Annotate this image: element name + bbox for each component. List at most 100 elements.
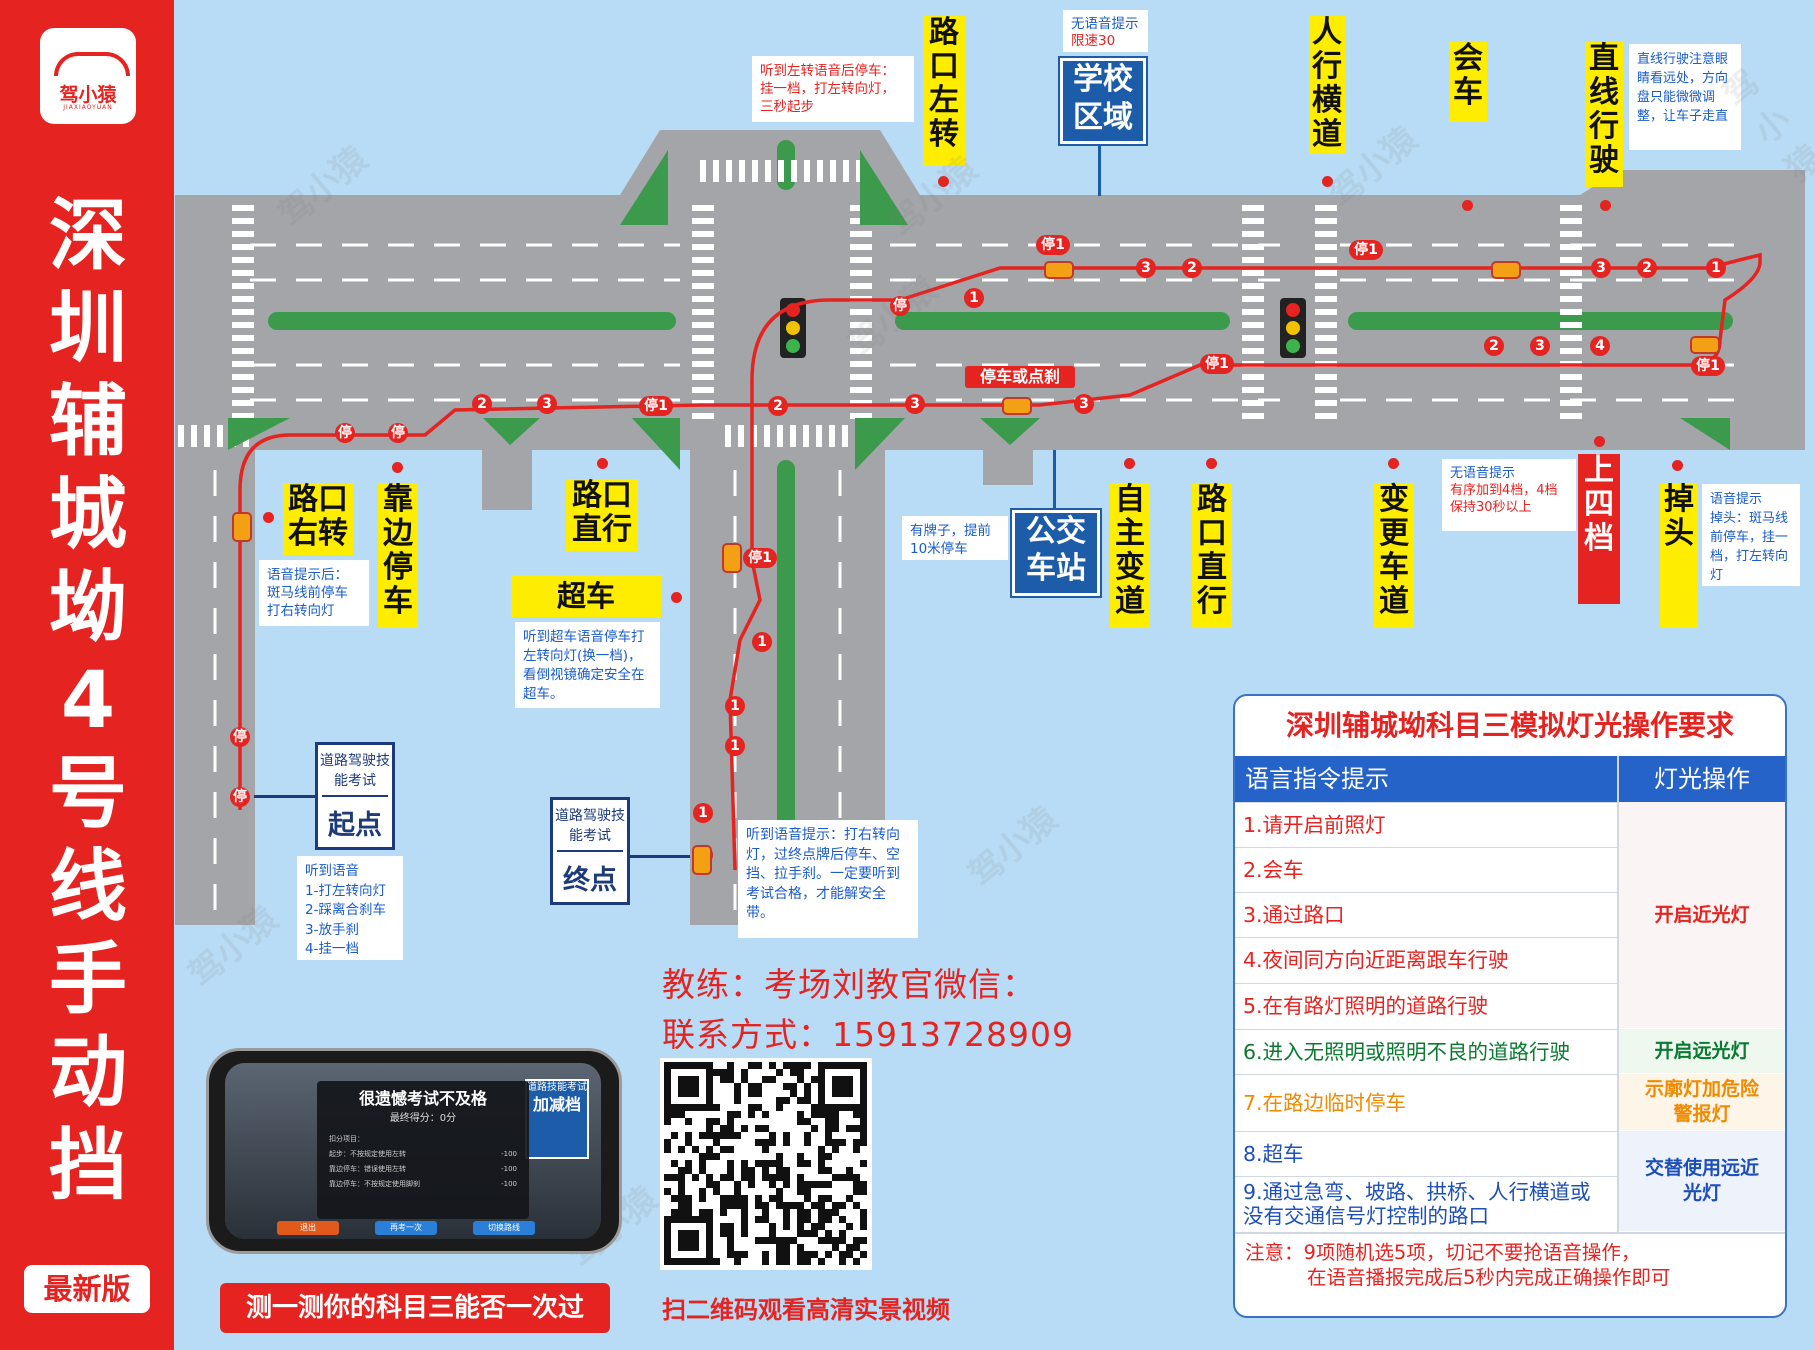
stop-or-brake-label: 停车或点刹 [965, 366, 1075, 388]
deduct-row: 起步：不按规定使用左转 -100 [329, 1150, 517, 1158]
route-marker: 3 [1591, 258, 1611, 278]
school-voice: 无语音提示 [1071, 16, 1139, 32]
panel-row: 9.通过急弯、坡路、拱桥、人行横道或没有交通信号灯控制的路口 [1235, 1176, 1617, 1232]
school-zone-sign: 学校区域 [1058, 56, 1148, 146]
median-middle [895, 312, 1230, 330]
marker-dot [1124, 458, 1135, 469]
sign-pole [1053, 450, 1056, 510]
panel-note: 注意：9项随机选5项，切记不要抢语音操作， 在语音播报完成后5秒内完成正确操作即… [1245, 1240, 1775, 1290]
route-marker: 1 [725, 696, 745, 716]
route-marker: 2 [768, 396, 788, 416]
east-road [1580, 170, 1805, 450]
school-voice-note: 无语音提示 限速30 [1063, 10, 1148, 52]
panel-note-line: 注意：9项随机选5项，切记不要抢语音操作， [1245, 1241, 1641, 1264]
op-hazard: 示廓灯加危险警报灯 [1619, 1074, 1785, 1130]
panel-title: 深圳辅城坳科目三模拟灯光操作要求 [1285, 709, 1734, 742]
marker-dot [938, 176, 949, 187]
car-icon [1690, 336, 1720, 354]
exam-route [238, 252, 1762, 871]
label-change-lane: 变更车道 [1374, 483, 1414, 628]
panel-row: 2.会车 [1235, 847, 1617, 892]
deduct-row: 靠边停车：错误使用左转 -100 [329, 1165, 517, 1173]
panel-col-instruction: 语言指令提示 [1235, 756, 1617, 802]
route-marker: 停 [890, 296, 910, 316]
route-marker: 1 [964, 288, 984, 308]
op-high-beam: 开启远光灯 [1619, 1029, 1785, 1073]
coach-wechat: 教练：考场刘教官微信： [662, 965, 1036, 1004]
switch-route-button[interactable]: 切换路线 [473, 1221, 535, 1235]
label-straight-drive: 直线行驶 [1585, 42, 1623, 187]
bus-stop-sign: 公交车站 [1010, 508, 1102, 598]
label-crosswalk: 人行横道 [1309, 16, 1345, 154]
panel-row: 1.请开启前照灯 [1235, 802, 1617, 847]
fourth-voice: 无语音提示 [1450, 466, 1516, 481]
marker-dot [1322, 176, 1333, 187]
route-marker: 3 [1074, 394, 1094, 414]
sidebar: 驾小猿 JIAXIAOYUAN 深圳辅城坳4号线手动挡 最新版 [0, 0, 174, 1350]
panel-row: 5.在有路灯照明的道路行驶 [1235, 983, 1617, 1029]
median-west [268, 312, 676, 330]
op-alternate: 交替使用远近光灯 [1619, 1131, 1785, 1231]
route-marker: 停1 [1691, 356, 1725, 376]
contact-phone: 联系方式：15913728909 [662, 1015, 1074, 1054]
marker-dot [1594, 436, 1605, 447]
median-east [1348, 312, 1733, 330]
panel-row: 3.通过路口 [1235, 892, 1617, 937]
route-marker: 2 [1182, 258, 1202, 278]
car-icon [232, 512, 252, 542]
panel-note-line: 在语音播报完成后5秒内完成正确操作即可 [1307, 1266, 1671, 1289]
bus-note: 有牌子，提前10米停车 [902, 516, 1008, 560]
panel-row: 7.在路边临时停车 [1235, 1074, 1617, 1131]
start-step: 1-打左转向灯 [305, 882, 386, 899]
panel-col-light: 灯光操作 [1619, 756, 1785, 802]
level-sign-top: 道路技能考试 [527, 1082, 587, 1093]
panel-row: 8.超车 [1235, 1131, 1617, 1176]
route-marker: 2 [1637, 258, 1657, 278]
start-voice: 听到语音 [305, 863, 359, 879]
start-sign: 道路驾驶技能考试 起点 [315, 742, 395, 850]
retry-button[interactable]: 再考一次 [375, 1221, 437, 1235]
route-marker: 1 [725, 736, 745, 756]
label-straight-intersection-2: 路口直行 [1192, 483, 1232, 628]
result-score: 最终得分：0分 [389, 1113, 457, 1124]
label-turn-left: 路口左转 [923, 16, 965, 166]
marker-dot [392, 462, 403, 473]
median-south [777, 460, 795, 840]
brand-logo: 驾小猿 JIAXIAOYUAN [40, 28, 136, 124]
qr-code[interactable] [660, 1058, 872, 1270]
op-low-beam: 开启近光灯 [1619, 802, 1785, 1028]
test-button[interactable]: 测一测你的科目三能否一次过 [220, 1283, 610, 1333]
exit-button[interactable]: 退出 [277, 1221, 339, 1235]
route-marker: 停1 [743, 548, 777, 568]
u-turn-detail: 掉头：斑马线前停车，挂一档，打左转向灯 [1710, 511, 1789, 583]
route-marker: 停1 [639, 396, 673, 416]
start-step: 3-放手刹 [305, 921, 359, 938]
phone-mockup: 道路技能考试 加减档 很遗憾考试不及格 最终得分：0分 扣分项目： 起步：不按规… [206, 1048, 622, 1254]
start-step: 4-挂一档 [305, 941, 359, 957]
straight-drive-note: 直线行驶注意眼睛看远处，方向盘只能微微调整，让车子走直 [1629, 44, 1741, 150]
route-marker: 1 [693, 803, 713, 823]
route-marker: 停 [230, 727, 250, 747]
route-marker: 停1 [1349, 240, 1383, 260]
school-speed: 限速30 [1071, 33, 1116, 49]
label-turn-right: 路口右转 [283, 483, 353, 555]
page-title: 深圳辅城坳4号线手动挡 [48, 191, 127, 1211]
marker-dot [1600, 200, 1611, 211]
car-icon [54, 52, 130, 76]
start-step: 2-踩离合刹车 [305, 902, 386, 918]
latest-badge: 最新版 [24, 1265, 150, 1313]
level-sign: 道路技能考试 加减档 [525, 1079, 589, 1159]
left-turn-note: 听到左转语音后停车：挂一档，打左转向灯，三秒起步 [752, 56, 914, 122]
label-self-lane-change: 自主变道 [1110, 483, 1150, 628]
right-turn-note: 语音提示后：斑马线前停车打右转向灯 [259, 560, 369, 626]
marker-dot [1462, 200, 1473, 211]
crosswalks [178, 160, 1582, 447]
route-marker: 停 [230, 787, 250, 807]
marker-dot [1388, 458, 1399, 469]
car-icon [692, 845, 712, 875]
u-turn-note: 语音提示 掉头：斑马线前停车，挂一档，打左转向灯 [1702, 484, 1800, 586]
level-sign-bottom: 加减档 [532, 1095, 581, 1114]
route-marker: 停 [388, 423, 408, 443]
